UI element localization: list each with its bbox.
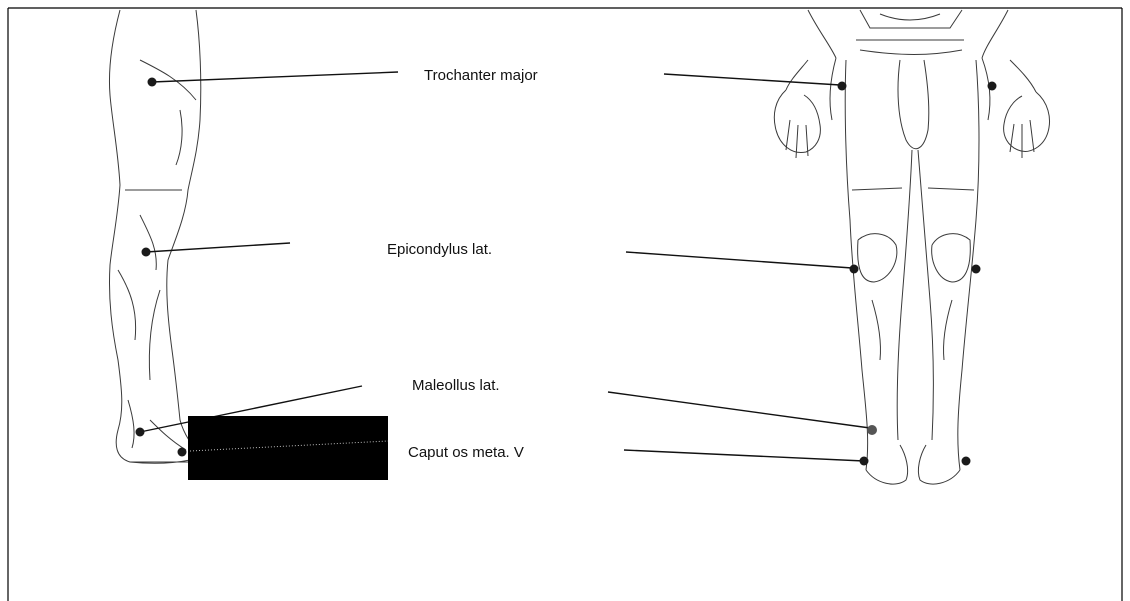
marker-dots <box>136 78 997 466</box>
marker-caput-front-left <box>860 457 869 466</box>
front-view-body-figure <box>774 10 1049 484</box>
marker-trochanter-front-right <box>988 82 997 91</box>
marker-trochanter-front-left <box>838 82 847 91</box>
marker-maleollus-side <box>136 428 145 437</box>
pointer-maleollus-front <box>608 392 870 428</box>
pointer-caput-front <box>624 450 864 461</box>
label-maleollus-lat: Maleollus lat. <box>412 377 500 394</box>
pointer-trochanter-front <box>664 74 840 85</box>
frame-border <box>8 8 1122 601</box>
marker-maleollus-front <box>867 425 877 435</box>
marker-epicondylus-front-right <box>972 265 981 274</box>
pointer-lines <box>140 72 870 461</box>
redaction-box <box>188 416 388 480</box>
pointer-trochanter-side <box>152 72 398 82</box>
marker-caput-side <box>178 448 187 457</box>
marker-caput-front-right <box>962 457 971 466</box>
side-view-leg-figure <box>109 10 200 463</box>
marker-epicondylus-side <box>142 248 151 257</box>
label-caput-os-meta-v: Caput os meta. V <box>408 444 524 461</box>
marker-trochanter-side <box>148 78 157 87</box>
label-epicondylus-lat: Epicondylus lat. <box>387 241 492 258</box>
pointer-epicondylus-front <box>626 252 852 268</box>
pointer-epicondylus-side <box>146 243 290 252</box>
marker-epicondylus-front-left <box>850 265 859 274</box>
label-trochanter-major: Trochanter major <box>424 67 538 84</box>
